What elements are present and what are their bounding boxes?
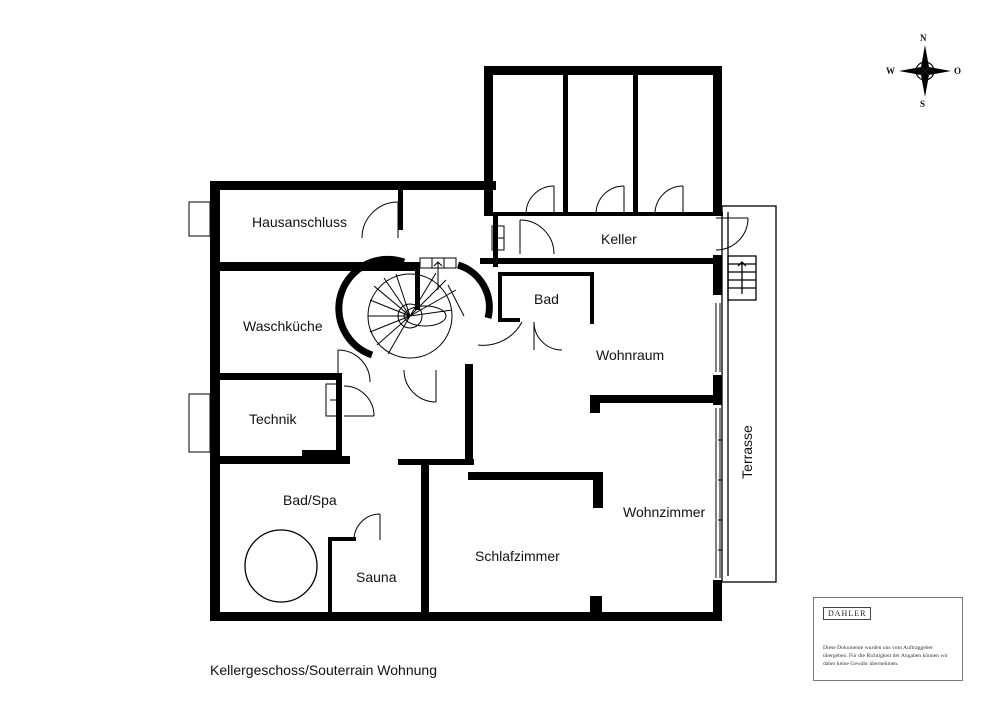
room-label-keller: Keller [601, 231, 637, 247]
door-frames [325, 225, 505, 417]
room-label-schlafzimmer: Schlafzimmer [475, 548, 560, 564]
disclaimer-box: DAHLER Diese Dokumente wurden uns vom Au… [813, 597, 963, 681]
compass-north-label: N [920, 33, 927, 43]
door-swings [337, 185, 749, 541]
room-label-wohnraum: Wohnraum [596, 347, 665, 363]
disclaimer-text: Diese Dokumente wurden uns vom Auftragge… [823, 645, 948, 667]
room-label-terrasse: Terrasse [739, 425, 755, 479]
room-label-hausanschluss: Hausanschluss [252, 214, 347, 230]
terrace [721, 205, 777, 583]
hot-tub [244, 529, 318, 603]
compass-south-label: S [920, 99, 926, 109]
compass-east-label: O [954, 66, 962, 76]
stair-spiral [335, 255, 493, 359]
exterior-walls [210, 66, 722, 621]
room-label-technik: Technik [249, 411, 297, 427]
room-label-sauna: Sauna [356, 569, 397, 585]
compass-rose [899, 45, 951, 97]
room-label-bad-spa: Bad/Spa [283, 492, 337, 508]
room-label-wohnzimmer: Wohnzimmer [623, 504, 706, 520]
interior-walls [210, 72, 723, 616]
compass-west-label: W [886, 66, 895, 76]
room-label-bad: Bad [534, 291, 559, 307]
room-label-waschkueche: Waschküche [243, 318, 323, 334]
window-frames [188, 201, 722, 590]
plan-caption: Kellergeschoss/Souterrain Wohnung [210, 662, 437, 678]
brand-logo: DAHLER [823, 607, 872, 620]
